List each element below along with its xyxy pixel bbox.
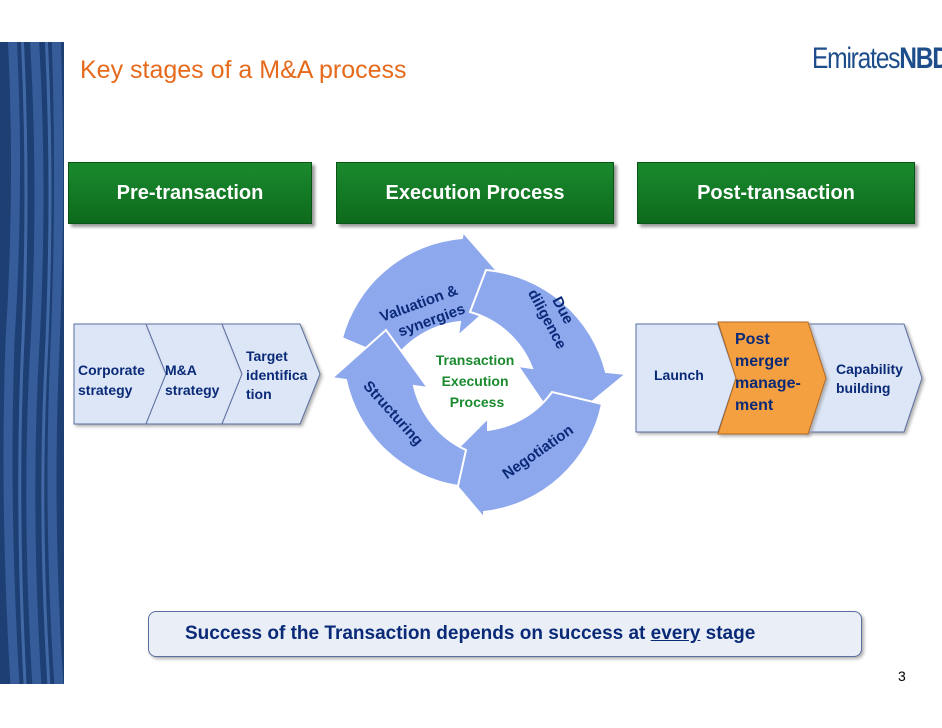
target-line-1: Target — [246, 348, 288, 364]
launch-line-1: Launch — [654, 367, 704, 383]
target-line-3: tion — [246, 386, 272, 402]
capability-line-2: building — [836, 380, 890, 396]
page-number: 3 — [898, 668, 906, 684]
chevron-label-target-identification: Target identifica tion — [246, 348, 311, 402]
center-line-3: Process — [450, 394, 505, 410]
success-banner: Success of the Transaction depends on su… — [148, 611, 862, 657]
chevron-label-corporate-strategy: Corporate strategy — [78, 362, 149, 398]
cycle-arrow-negotiation — [438, 390, 604, 521]
pmm-line-4: ment — [735, 397, 774, 414]
target-line-2: identifica — [246, 367, 308, 383]
header-execution-process: Execution Process — [336, 162, 614, 224]
banner-text-emphasis: every — [650, 623, 701, 644]
cycle-arrow-valuation — [340, 229, 514, 362]
pmm-line-2: merger — [735, 353, 789, 370]
page-title: Key stages of a M&A process — [80, 56, 407, 84]
center-line-1: Transaction — [436, 352, 515, 368]
cycle-center-label: Transaction Execution Process — [436, 352, 518, 410]
ma-line-2: strategy — [165, 382, 220, 398]
banner-text-before: Success of the Transaction depends on su… — [185, 623, 651, 644]
sidebar-decoration — [0, 42, 64, 684]
chevron-label-capability: Capability building — [836, 361, 907, 396]
header-post-transaction: Post-transaction — [637, 162, 915, 224]
pmm-line-1: Post — [735, 331, 770, 348]
header-pre-transaction: Pre-transaction — [68, 162, 312, 224]
ma-line-1: M&A — [165, 362, 197, 378]
corporate-line-1: Corporate — [78, 362, 145, 378]
banner-text-after: stage — [700, 623, 756, 644]
post-transaction-chevrons: Launch Post merger manage- ment Capabili… — [635, 321, 923, 435]
capability-line-1: Capability — [836, 361, 903, 377]
chevron-post-merger-management — [717, 321, 827, 435]
chevron-label-ma-strategy: M&A strategy — [165, 362, 220, 398]
chevron-label-launch: Launch — [654, 367, 704, 383]
chevron-target-identification — [221, 323, 321, 425]
chevron-label-post-merger: Post merger manage- ment — [735, 331, 805, 414]
header-post-label: Post-transaction — [697, 181, 855, 204]
cycle-arrow-due-diligence — [468, 268, 629, 430]
pmm-line-3: manage- — [735, 375, 801, 392]
cycle-arrow-structuring — [329, 328, 468, 488]
execution-cycle: Valuation & synergies Due diligence Nego… — [329, 229, 629, 521]
header-pre-label: Pre-transaction — [116, 181, 264, 204]
corporate-line-2: strategy — [78, 382, 133, 398]
pre-transaction-chevrons: Corporate strategy M&A strategy Target i… — [73, 323, 321, 425]
logo-part-1: Emirates — [812, 42, 900, 75]
center-line-2: Execution — [442, 373, 509, 389]
header-execution-label: Execution Process — [385, 181, 565, 204]
logo-part-2: NBD — [899, 42, 942, 75]
company-logo: EmiratesNBD — [812, 42, 942, 76]
